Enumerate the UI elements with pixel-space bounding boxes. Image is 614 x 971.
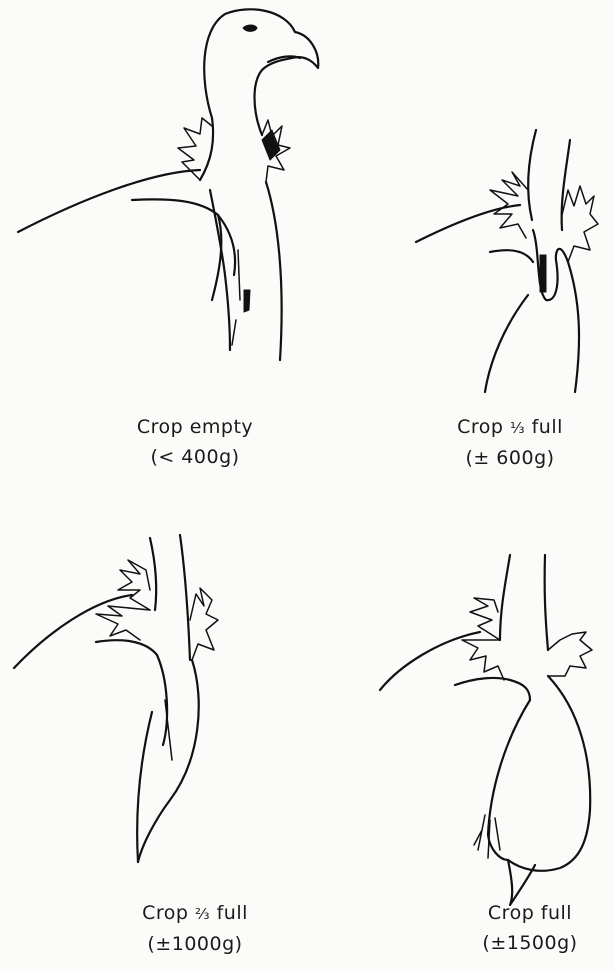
neck-left <box>528 130 536 220</box>
caption-crop-twothirds: Crop ⅔ full (±1000g) <box>105 898 285 959</box>
vulture-sketch-crop-full <box>380 555 592 905</box>
caption-label: Crop ⅔ full <box>105 898 285 929</box>
neck-right <box>266 182 282 360</box>
body-upper <box>96 640 157 655</box>
neck-left <box>200 118 213 180</box>
vulture-sketch-crop-twothirds <box>14 535 218 862</box>
neck-left <box>500 555 510 640</box>
caption-weight: (< 400g) <box>105 442 285 472</box>
breast-front <box>210 190 230 350</box>
neck-right <box>180 535 190 660</box>
shade-1 <box>244 290 250 312</box>
head-outline <box>204 9 318 135</box>
ruff-left <box>118 560 150 610</box>
feather-tuft <box>474 815 500 858</box>
caption-label: Crop empty <box>105 412 285 442</box>
ruff-left <box>490 172 528 238</box>
caption-label: Crop full <box>455 898 605 928</box>
breast-left <box>137 712 152 862</box>
ruff-left-2 <box>96 606 150 640</box>
caption-crop-third: Crop ⅓ full (± 600g) <box>425 412 595 473</box>
breast-right <box>568 262 579 392</box>
breast-left <box>488 700 530 860</box>
ruff-right <box>548 632 592 676</box>
caption-weight: (±1500g) <box>455 928 605 958</box>
eye <box>243 25 257 31</box>
breast-left <box>485 295 528 392</box>
shade <box>540 255 546 292</box>
neck-right <box>562 140 570 230</box>
caption-crop-full: Crop full (±1500g) <box>455 898 605 958</box>
caption-weight: (±1000g) <box>105 929 285 959</box>
ruff-right <box>562 186 598 262</box>
body-left <box>132 199 221 300</box>
vulture-sketch-crop-empty <box>18 9 318 360</box>
ruff-left-2 <box>462 640 504 680</box>
vulture-sketch-crop-third <box>416 130 598 392</box>
crop-bottom <box>138 660 199 862</box>
caption-label: Crop ⅓ full <box>425 412 595 443</box>
body-upper <box>455 678 530 700</box>
crop-bulge <box>533 230 568 300</box>
crop-bulge <box>508 676 590 871</box>
caption-weight: (± 600g) <box>425 443 595 473</box>
body-upper <box>490 250 533 262</box>
caption-crop-empty: Crop empty (< 400g) <box>105 412 285 472</box>
ruff-right <box>190 588 218 660</box>
neck-left <box>150 538 156 610</box>
neck-right <box>545 555 548 650</box>
